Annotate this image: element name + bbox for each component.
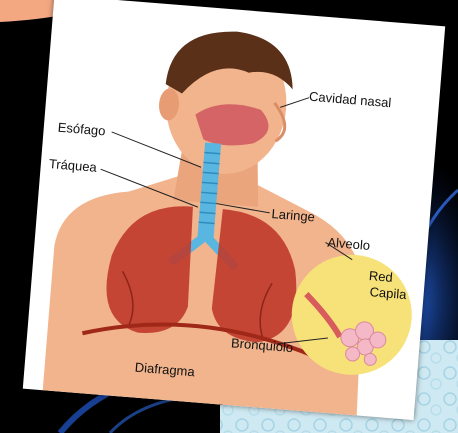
label-alveolo: Alveolo [327,236,371,252]
respiratory-system-illustration [23,0,445,420]
illustration-card: Cavidad nasal Esófago Tráquea Laringe Al… [23,0,445,420]
label-esofago: Esófago [57,121,106,138]
label-red-capilar-line1: Red [368,269,393,284]
label-traquea: Tráquea [48,157,97,174]
label-red-capilar-line2: Capila [369,285,407,301]
label-laringe: Laringe [271,207,315,223]
